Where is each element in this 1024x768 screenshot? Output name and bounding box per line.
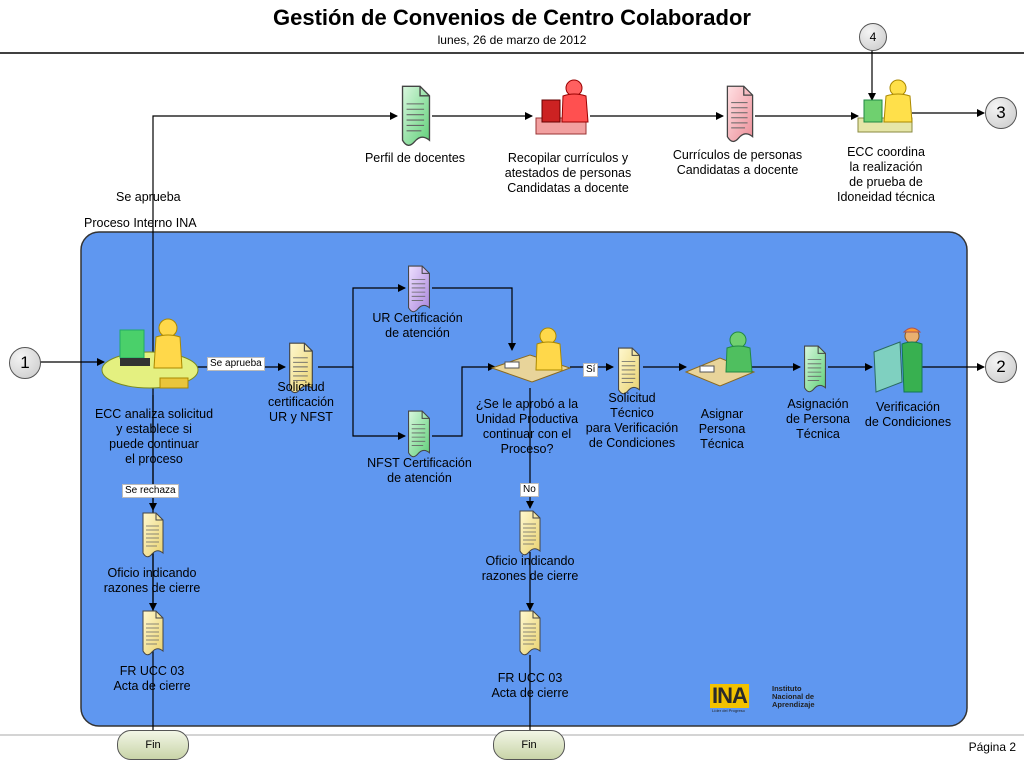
decision-question: ¿Se le aprobó a la Unidad Productiva con… <box>475 397 579 456</box>
doc-asignacion-persona-icon <box>804 345 826 393</box>
asignacion-persona-label: Asignación de Persona Técnica <box>786 397 850 441</box>
label-se-aprueba: Se aprueba <box>207 357 265 371</box>
doc-fr-ucc-2-icon <box>519 610 541 656</box>
solicitud-certificacion-label: Solicitud certificación UR y NFST <box>268 380 334 424</box>
label-se-aprueba-top: Se aprueba <box>116 190 181 204</box>
ecc-analiza-worker-icon <box>101 318 199 389</box>
fin-terminator-2[interactable]: Fin <box>493 730 565 760</box>
oficio-cierre-1-label: Oficio indicando razones de cierre <box>103 566 201 595</box>
page-number: Página 2 <box>968 740 1016 754</box>
recopilar-label: Recopilar currículos y atestados de pers… <box>504 151 632 195</box>
fin-terminator-1[interactable]: Fin <box>117 730 189 760</box>
verificacion-condiciones-label: Verificación de Condiciones <box>864 400 952 429</box>
fr-ucc-2-label: FR UCC 03 Acta de cierre <box>491 671 569 700</box>
connector-2[interactable]: 2 <box>985 351 1017 383</box>
doc-curriculos-icon <box>726 85 754 143</box>
ur-certificacion-label: UR Certificación de atención <box>372 311 463 340</box>
doc-ur-certificacion-icon <box>408 265 430 313</box>
ecc-analiza-label: ECC analiza solicitud y establece si pue… <box>94 407 214 466</box>
doc-fr-ucc-1-icon <box>142 610 164 656</box>
doc-oficio-1-icon <box>142 512 164 558</box>
nfst-certificacion-label: NFST Certificación de atención <box>367 456 472 485</box>
doc-perfil-docentes-icon <box>401 85 431 147</box>
solicitud-tecnico-label: Solicitud Técnico para Verificación de C… <box>585 391 679 450</box>
decision-worker-icon <box>490 327 572 383</box>
ina-logo-mark: INA <box>710 683 749 708</box>
doc-solicitud-tecnico-icon <box>618 347 640 395</box>
doc-nfst-certificacion-icon <box>408 410 430 458</box>
oficio-cierre-2-label: Oficio indicando razones de cierre <box>481 554 579 583</box>
fr-ucc-1-label: FR UCC 03 Acta de cierre <box>113 664 191 693</box>
edge-solicitud-ur <box>318 284 406 368</box>
edge-nfst-decision <box>432 363 496 437</box>
asignar-persona-label: Asignar Persona Técnica <box>698 407 746 451</box>
edge-solicitud-nfst <box>352 367 406 440</box>
connector-1[interactable]: 1 <box>9 347 41 379</box>
curriculos-label: Currículos de personas Candidatas a doce… <box>672 148 803 177</box>
diagram-date: lunes, 26 de marzo de 2012 <box>437 33 587 47</box>
ina-logo: INA Instituto Nacional de Aprendizaje Lí… <box>710 684 830 714</box>
ecc-coordina-worker-icon <box>857 79 913 133</box>
doc-oficio-2-icon <box>519 510 541 556</box>
perfil-docentes-label: Perfil de docentes <box>364 151 466 165</box>
recopilar-worker-icon <box>535 79 589 135</box>
edge-ur-decision <box>432 287 516 351</box>
pool-label: Proceso Interno INA <box>84 216 197 230</box>
label-si: Sí <box>583 363 599 377</box>
asignar-worker-icon <box>684 331 756 387</box>
label-no: No <box>520 483 539 497</box>
ina-logo-slogan: Líder del Progreso <box>712 708 745 713</box>
verificacion-worker-icon <box>873 327 923 393</box>
ina-logo-name: Instituto Nacional de Aprendizaje <box>772 684 815 709</box>
connector-3[interactable]: 3 <box>985 97 1017 129</box>
diagram-title: Gestión de Convenios de Centro Colaborad… <box>273 5 751 30</box>
label-se-rechaza: Se rechaza <box>122 484 179 498</box>
ecc-coordina-label: ECC coordina la realización de prueba de… <box>837 145 935 204</box>
connector-4[interactable]: 4 <box>859 23 887 51</box>
